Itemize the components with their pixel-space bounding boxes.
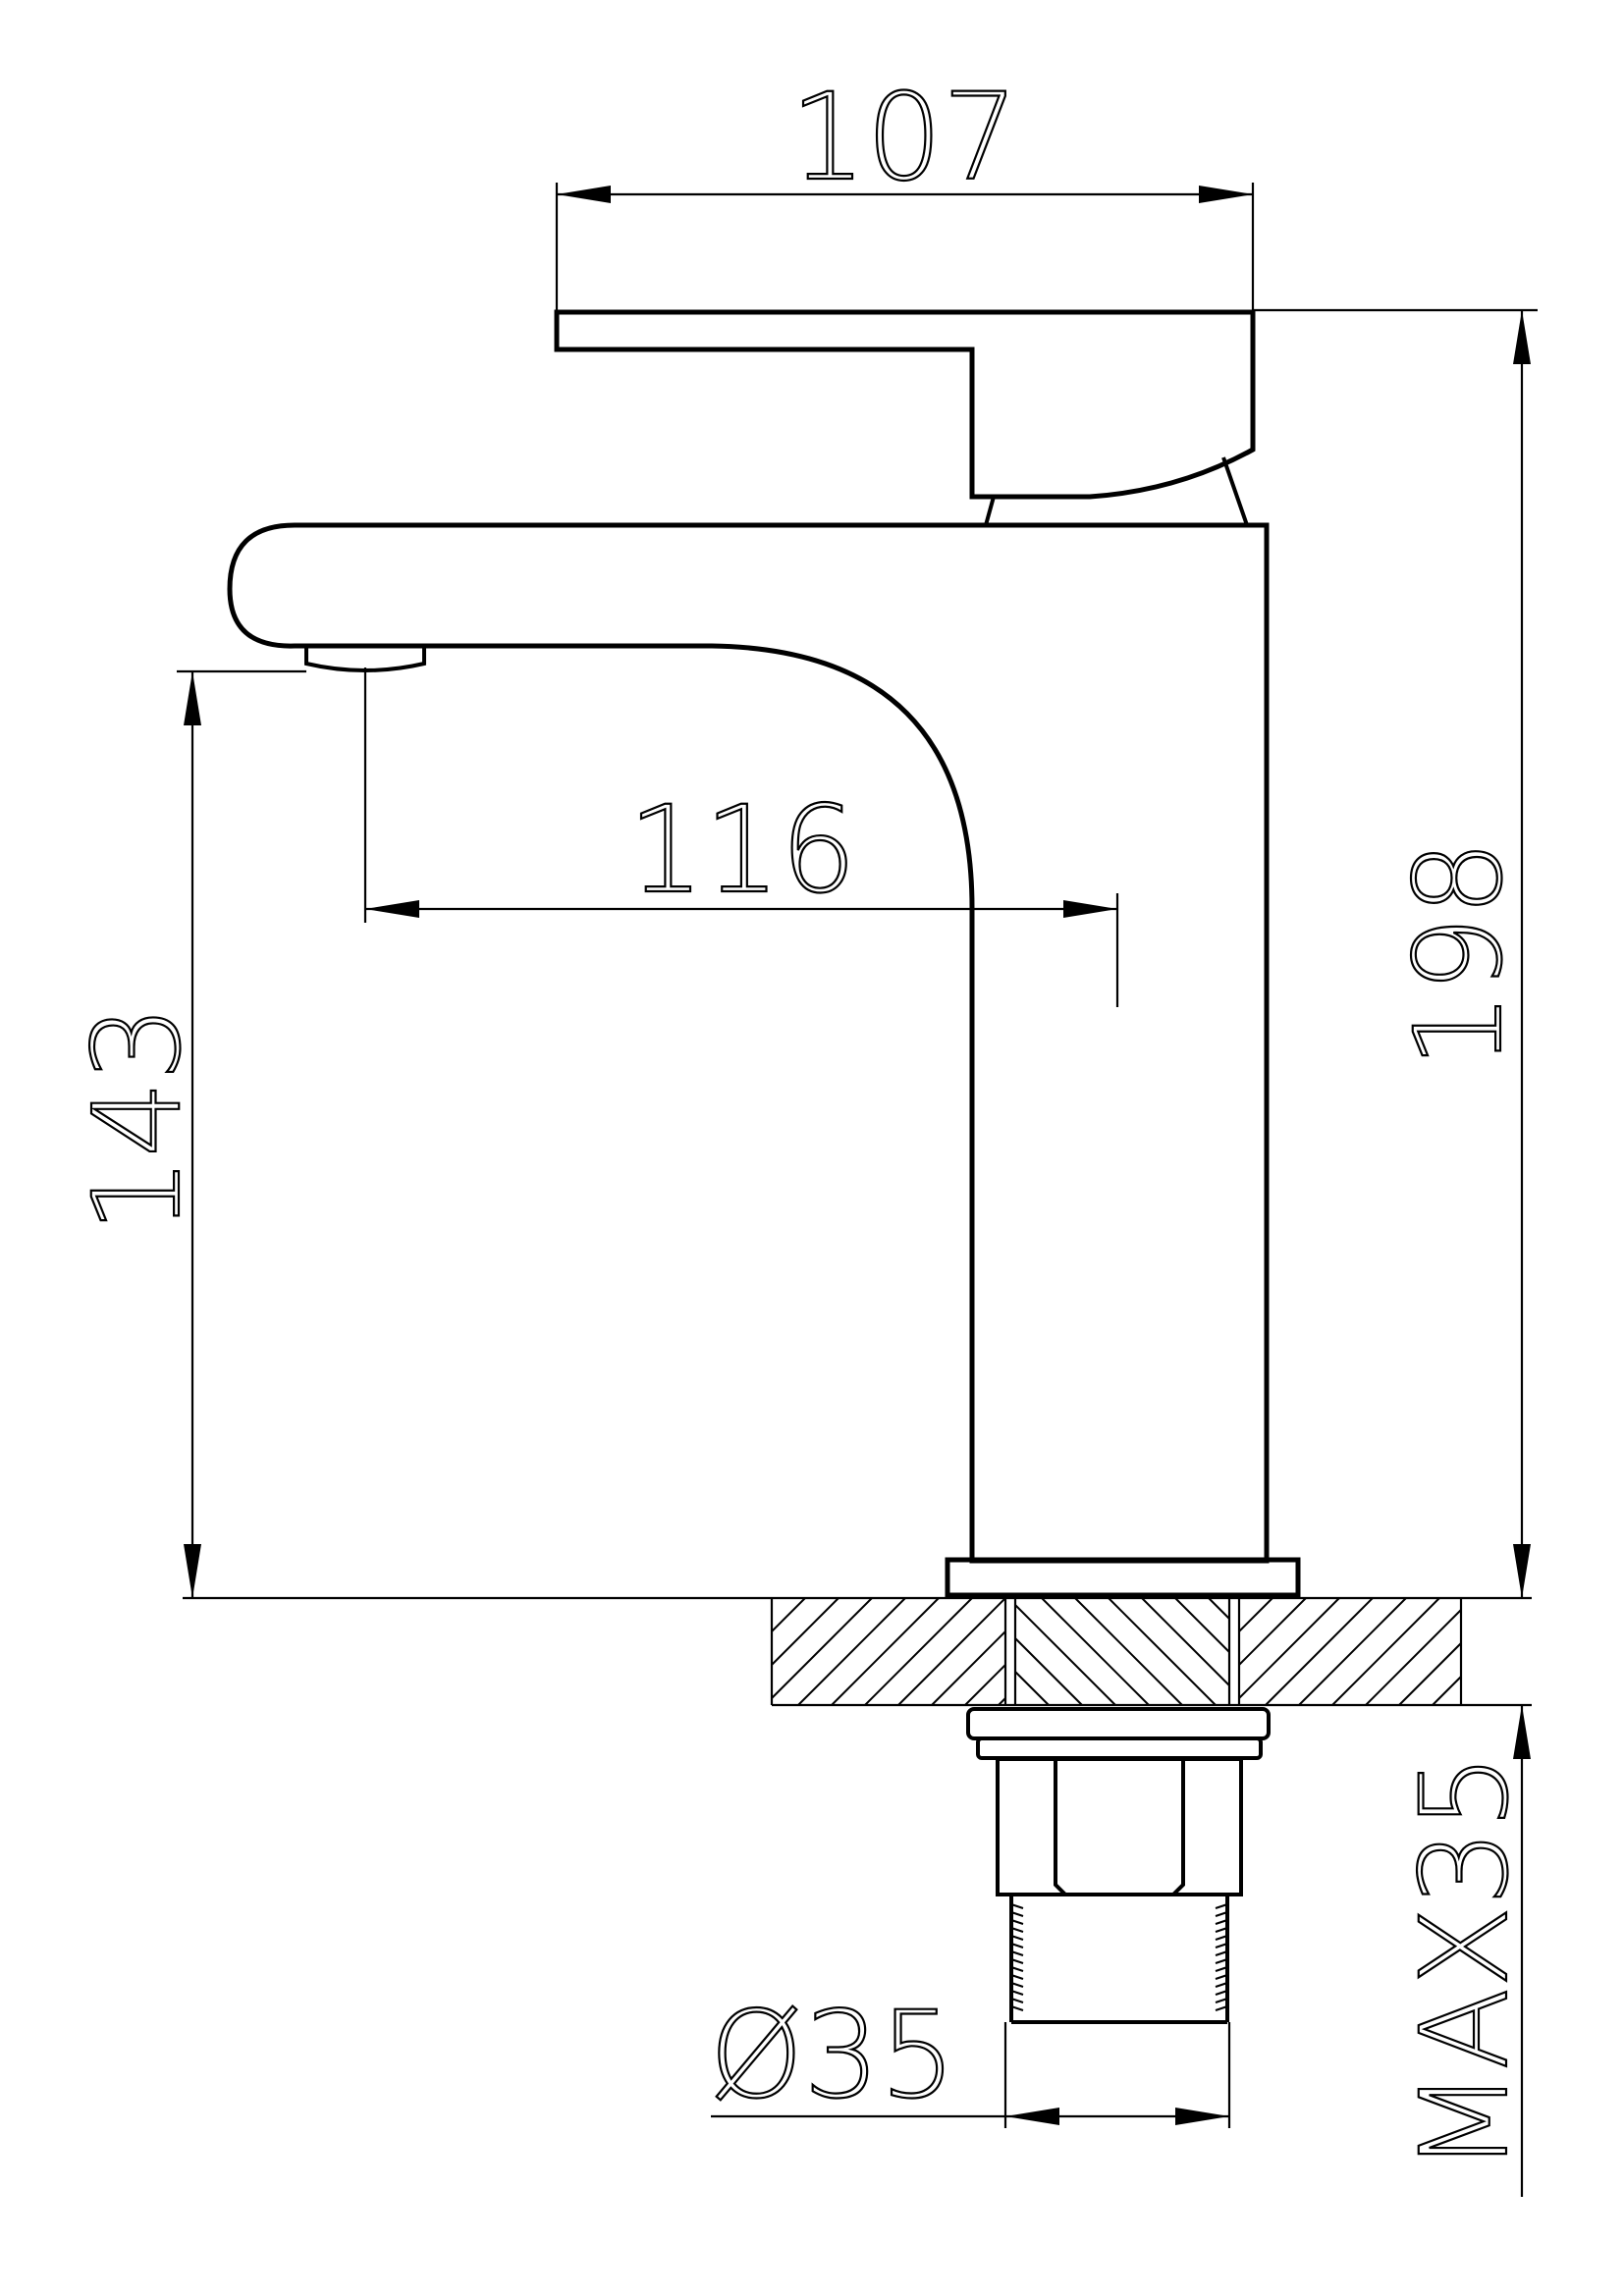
- hatch-line: [1298, 1597, 1407, 1706]
- thread-mark: [1215, 1911, 1228, 1917]
- thread-mark: [1010, 1919, 1024, 1925]
- dim-spout-height: 143: [67, 669, 306, 1598]
- handle-neck-right: [1221, 456, 1249, 526]
- base-plate: [945, 1557, 1301, 1598]
- hex-nut: [996, 1757, 1243, 1896]
- dim-label-107: 107: [790, 68, 1019, 207]
- hatch-line: [1108, 1597, 1217, 1706]
- hatch-line: [1014, 1637, 1083, 1706]
- thread-mark: [1215, 2005, 1228, 2011]
- thread-mark: [1010, 1966, 1024, 1972]
- thread-mark: [1010, 1935, 1024, 1941]
- dim-label-dia35: Ø35: [709, 1986, 955, 2125]
- aerator: [304, 646, 426, 672]
- hatch-line: [771, 1597, 806, 1632]
- thread-mark: [1010, 1982, 1024, 1988]
- hatch-line: [998, 1697, 1006, 1706]
- thread-mark: [1215, 1943, 1228, 1949]
- hatch-line: [1265, 1597, 1374, 1706]
- hatch-line: [1238, 1597, 1307, 1666]
- dim-label-143: 143: [68, 1005, 207, 1234]
- hatch-line: [1014, 1604, 1116, 1706]
- dim-label-max35: MAX35: [1395, 1753, 1535, 2173]
- dim-total-height: 198: [1253, 308, 1538, 1598]
- thread-mark: [1010, 1943, 1024, 1949]
- hatch-line: [864, 1597, 973, 1706]
- dim-tail-diameter: Ø35: [708, 1985, 1229, 2126]
- thread-mark: [1010, 2005, 1024, 2011]
- hatch-line: [1141, 1597, 1230, 1686]
- hatch-line: [771, 1597, 873, 1699]
- spout-body: [227, 522, 1270, 1564]
- thread-left-marks: [1010, 1903, 1024, 2011]
- thread-mark: [1010, 1950, 1024, 1956]
- hatch-line: [1331, 1597, 1440, 1706]
- hatch-line: [1432, 1676, 1462, 1706]
- hatch-line: [897, 1597, 1006, 1706]
- deck-hatching: [771, 1597, 1462, 1706]
- hatch-line: [831, 1597, 940, 1706]
- handle-neck-left: [984, 496, 996, 526]
- hatch-line: [1014, 1671, 1050, 1706]
- thread-mark: [1215, 1974, 1228, 1980]
- hatch-line: [1041, 1597, 1150, 1706]
- thread-mark: [1215, 1982, 1228, 1988]
- locknut-upper: [976, 1736, 1263, 1760]
- thread-mark: [1010, 1911, 1024, 1917]
- hatch-line: [1208, 1597, 1230, 1620]
- thread-mark: [1010, 1927, 1024, 1933]
- fixing-assembly: [966, 1707, 1271, 2128]
- hatch-line: [1238, 1597, 1340, 1699]
- lever-handle: [554, 309, 1256, 500]
- thread-mark: [1215, 1990, 1228, 1996]
- thread-mark: [1215, 1950, 1228, 1956]
- thread-mark: [1010, 1958, 1024, 1964]
- hatch-line: [964, 1664, 1006, 1706]
- thread-mark: [1010, 1998, 1024, 2003]
- tap-body-outline: [227, 309, 1301, 1598]
- thread-mark: [1010, 1903, 1024, 1909]
- hatch-line: [1074, 1597, 1183, 1706]
- dim-label-198: 198: [1389, 840, 1529, 1069]
- dim-handle-length: 107: [555, 67, 1255, 312]
- thread-mark: [1215, 1958, 1228, 1964]
- thread-mark: [1215, 1966, 1228, 1972]
- locknut-washer: [966, 1707, 1271, 1740]
- dim-max-deck: MAX35: [1394, 1705, 1536, 2197]
- thread-mark: [1215, 1998, 1228, 2003]
- deck-section: [183, 1596, 1532, 1707]
- hatch-line: [797, 1597, 906, 1706]
- thread-mark: [1215, 1919, 1228, 1925]
- thread-right-marks: [1215, 1903, 1228, 2011]
- thread-mark: [1215, 1935, 1228, 1941]
- hatch-line: [771, 1597, 839, 1666]
- hatch-line: [1238, 1597, 1273, 1632]
- dim-label-116: 116: [628, 780, 857, 920]
- hatch-line: [931, 1630, 1006, 1706]
- hatch-line: [1398, 1642, 1462, 1706]
- thread-mark: [1010, 1974, 1024, 1980]
- hatch-line: [1174, 1597, 1230, 1653]
- dim-spout-reach: 116: [363, 667, 1119, 1007]
- thread-mark: [1215, 1903, 1228, 1909]
- thread-mark: [1010, 1990, 1024, 1996]
- hatch-line: [1365, 1609, 1462, 1706]
- thread-mark: [1215, 1927, 1228, 1933]
